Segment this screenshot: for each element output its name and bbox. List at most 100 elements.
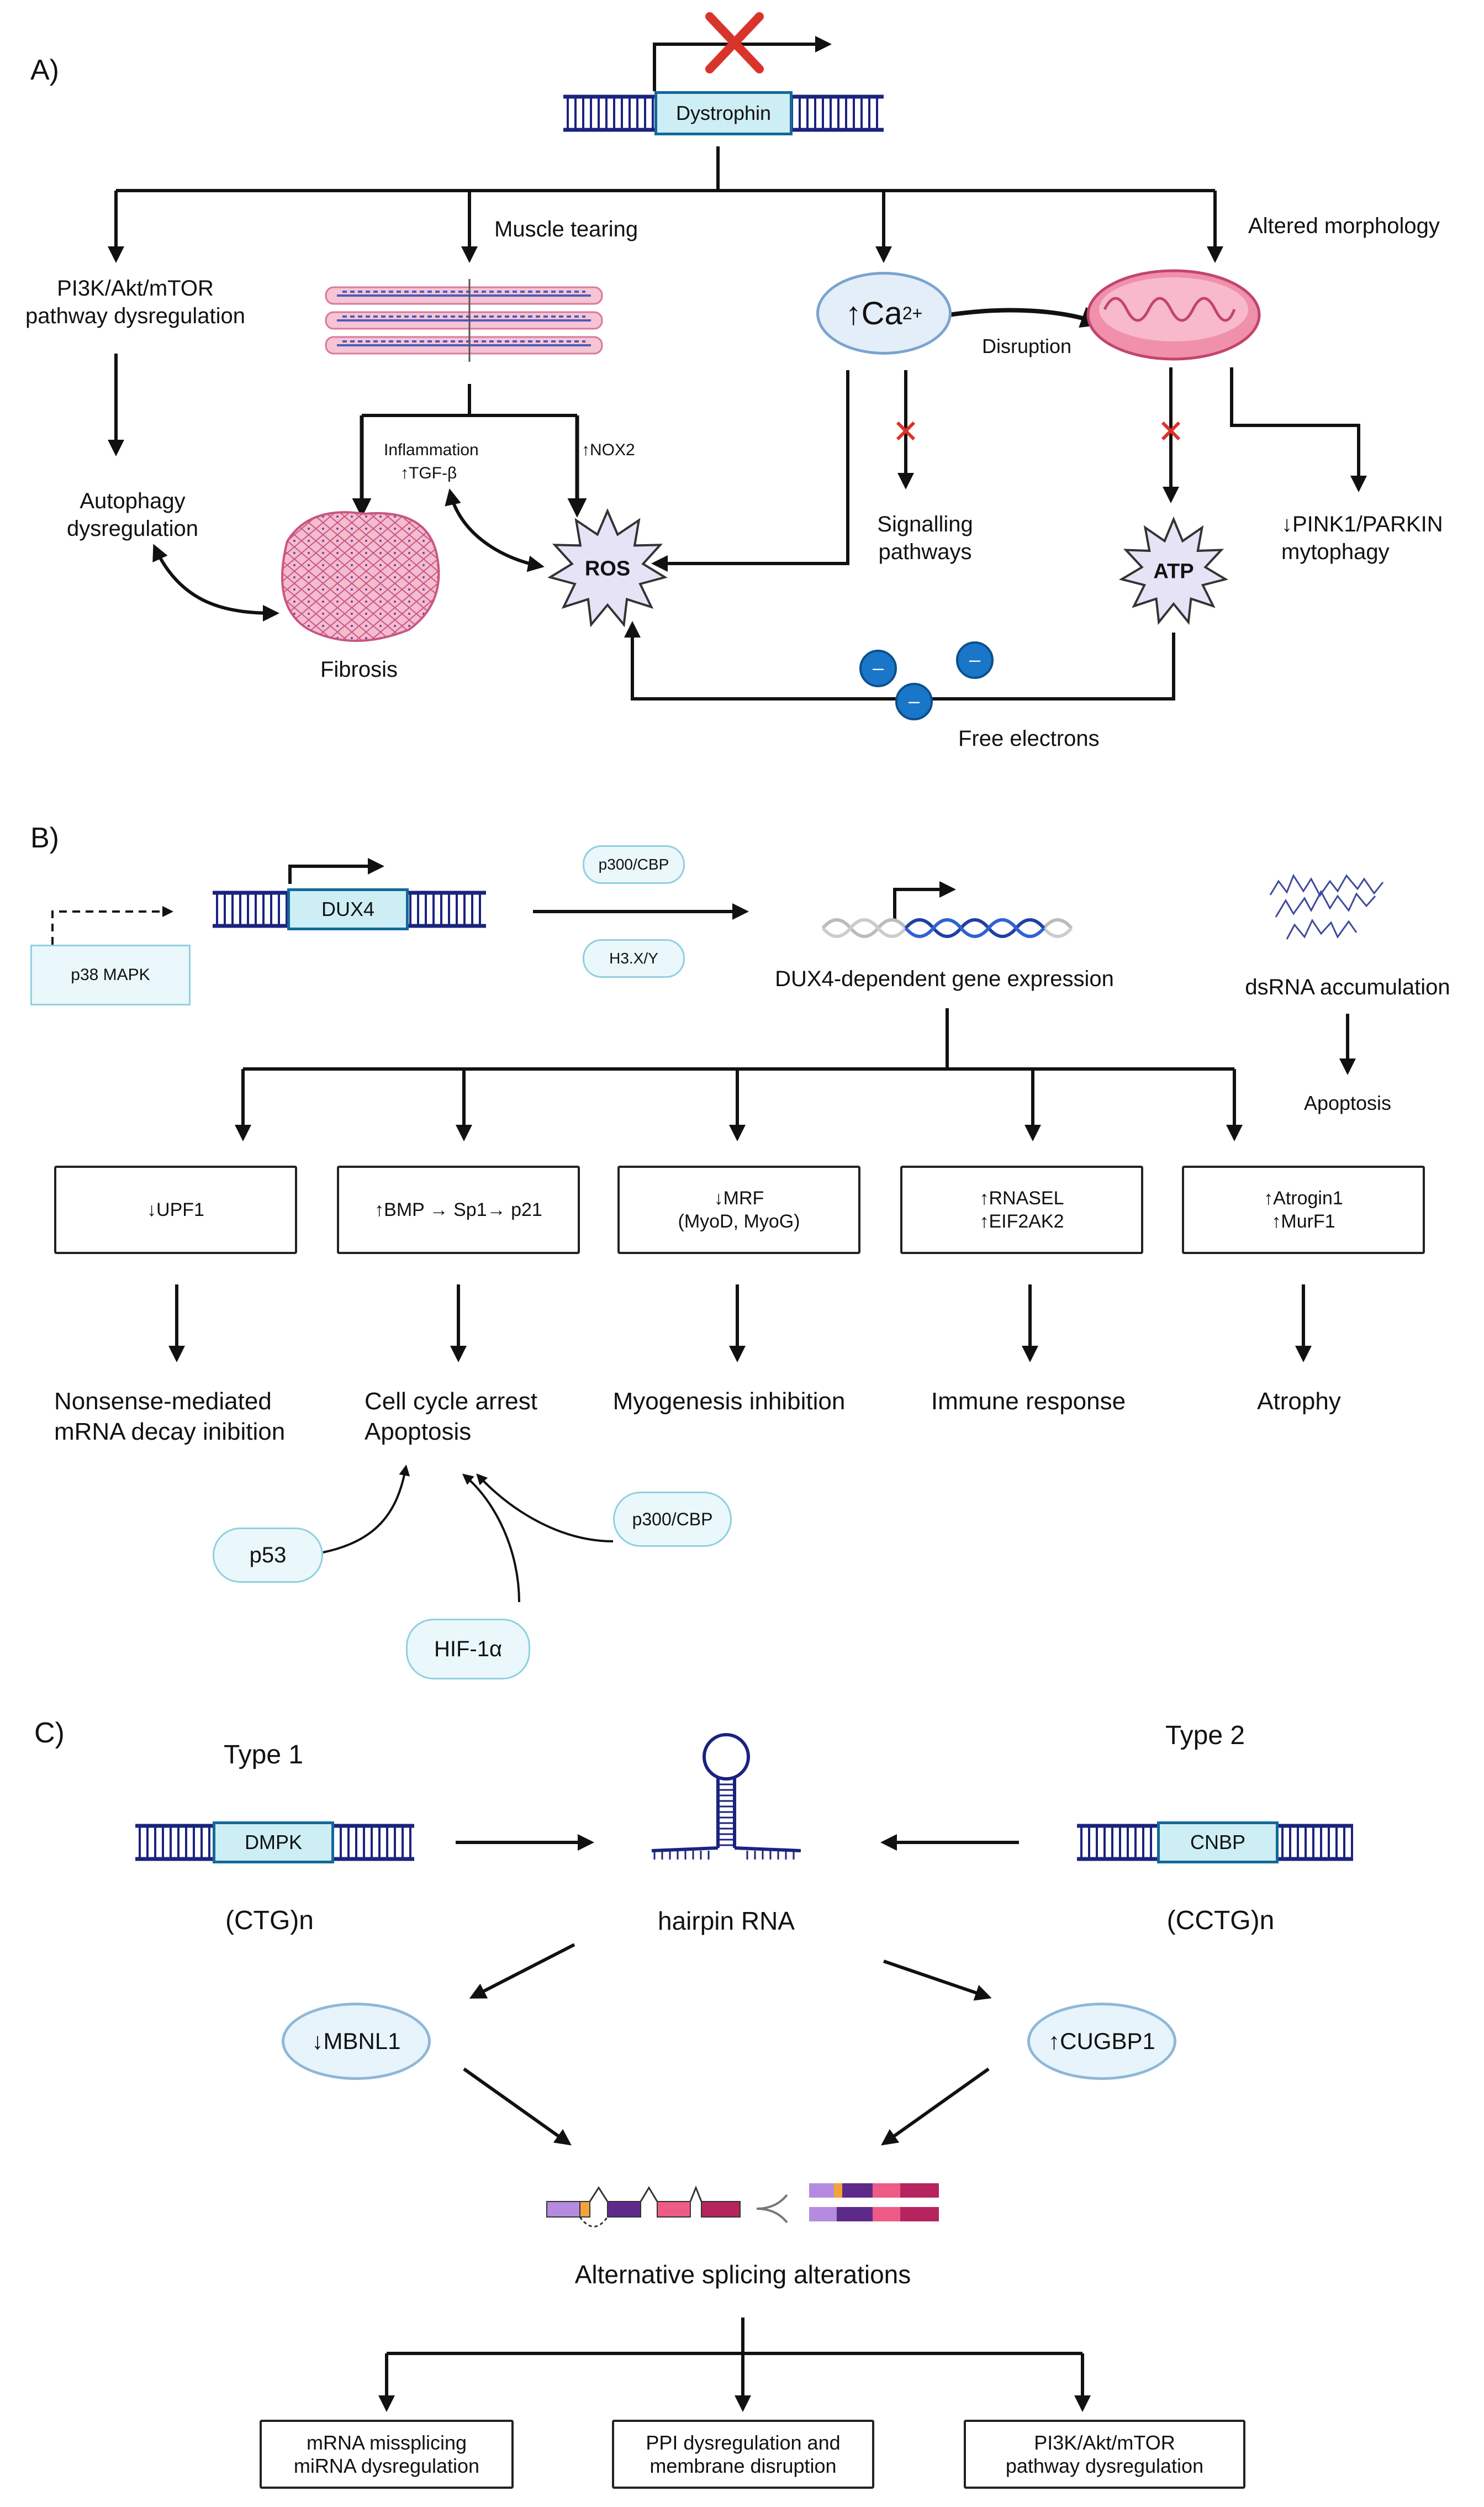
outcome-nmd-line1: Nonsense-mediated xyxy=(54,1388,272,1415)
box-upf1: ↓UPF1 xyxy=(54,1166,297,1254)
splicing-icon xyxy=(546,2183,939,2227)
altered-morphology-label: Altered morphology xyxy=(1248,214,1440,238)
nox2-label: ↑NOX2 xyxy=(582,441,635,459)
gene-helix-icon xyxy=(821,918,1073,938)
pi3k-label-line2: pathway dysregulation xyxy=(25,304,246,328)
autophagy-label-line2: dysregulation xyxy=(67,517,198,541)
p300-cbp-pill-b: p300/CBP xyxy=(613,1492,732,1547)
atp-label: ATP xyxy=(1153,560,1194,583)
box-upf1-text: ↓UPF1 xyxy=(147,1199,204,1220)
box-ppi-line2: membrane disruption xyxy=(649,2454,837,2477)
ros-burst-icon xyxy=(547,508,668,628)
panel-label-b: B) xyxy=(30,822,59,854)
outcome-cell-cycle-line1: Cell cycle arrest xyxy=(365,1388,537,1415)
box-bmp: ↑BMP → Sp1→ p21 xyxy=(337,1166,580,1254)
splicing-label: Alternative splicing alterations xyxy=(574,2260,911,2289)
box-missplicing-line1: mRNA missplicing xyxy=(306,2431,467,2454)
inflammation-label: Inflammation xyxy=(384,441,479,459)
dna-helices xyxy=(135,94,1353,1861)
arrow-hairpin-to-mbnl1 xyxy=(469,1943,575,1999)
mbnl1-oval: ↓MBNL1 xyxy=(282,2003,431,2080)
signalling-label-line1: Signalling xyxy=(877,512,973,536)
pi3k-label-line1: PI3K/Akt/mTOR xyxy=(57,276,214,301)
tss-arrow-dux4 xyxy=(288,858,384,884)
type1-label: Type 1 xyxy=(224,1740,304,1769)
mitochondrion-icon xyxy=(1086,269,1261,361)
p300-cbp-pill: p300/CBP xyxy=(583,845,685,884)
muscle-fiber-icon xyxy=(325,279,603,362)
cugbp1-oval: ↑CUGBP1 xyxy=(1027,2003,1176,2080)
tss-arrow-dux4-genes xyxy=(893,881,956,920)
box-rnasel: ↑RNASEL↑EIF2AK2 xyxy=(900,1166,1143,1254)
arrow-mbnl1-to-splicing xyxy=(463,2067,572,2146)
box-atrogin-line1: ↑Atrogin1 xyxy=(1264,1188,1343,1209)
arrow-p53 xyxy=(323,1465,410,1553)
calcium-label: ↑Ca xyxy=(845,295,902,331)
autophagy-label-line1: Autophagy xyxy=(80,489,186,513)
box-bmp-text: ↑BMP → Sp1→ p21 xyxy=(374,1199,542,1220)
free-electrons-label: Free electrons xyxy=(958,726,1100,751)
arrow-hairpin-to-cugbp1 xyxy=(883,1960,992,2001)
signalling-label-line2: pathways xyxy=(878,540,972,564)
flow-arrows xyxy=(108,146,1367,2412)
panel-label-c: C) xyxy=(34,1717,65,1749)
box-atrogin: ↑Atrogin1↑MurF1 xyxy=(1182,1166,1425,1254)
dmpk-gene-box: DMPK xyxy=(213,1821,334,1863)
disruption-label: Disruption xyxy=(982,335,1072,357)
arrow-autophagy-fibrosis xyxy=(152,544,279,622)
box-missplicing-line2: miRNA dysregulation xyxy=(293,2454,480,2477)
panel-label-a: A) xyxy=(30,54,59,86)
outcome-myogenesis: Myogenesis inhibition xyxy=(612,1388,846,1415)
arrow-hif xyxy=(462,1473,520,1603)
arrow-p38-dashed xyxy=(51,906,173,945)
h3-xy-pill: H3.X/Y xyxy=(583,939,685,978)
cross-icon-signalling xyxy=(896,421,916,441)
pink1-label-line2: mytophagy xyxy=(1281,540,1390,564)
fibrosis-label: Fibrosis xyxy=(320,657,398,682)
ctg-repeat-label: (CTG)n xyxy=(225,1906,314,1935)
cross-icon xyxy=(705,12,764,73)
arrow-inflammation-ros xyxy=(445,488,545,572)
arrow-cugbp1-to-splicing xyxy=(881,2067,990,2146)
arrow-p300 xyxy=(476,1473,614,1542)
dux4-expression-label: DUX4-dependent gene expression xyxy=(775,967,1114,991)
tgfb-label: ↑TGF-β xyxy=(400,464,457,482)
outcome-atrophy: Atrophy xyxy=(1257,1388,1341,1415)
cctg-repeat-label: (CCTG)n xyxy=(1166,1906,1275,1935)
fibrosis-tissue-icon xyxy=(281,511,440,642)
box-atrogin-line2: ↑MurF1 xyxy=(1271,1211,1335,1232)
muscle-tearing-label: Muscle tearing xyxy=(494,217,638,241)
dystrophin-gene-box: Dystrophin xyxy=(654,91,793,135)
outcome-nmd-line2: mRNA decay inibition xyxy=(54,1418,286,1445)
atp-burst-icon xyxy=(1118,516,1229,625)
pink1-label-line1: ↓PINK1/PARKIN xyxy=(1281,512,1443,536)
box-mrf-line1: ↓MRF xyxy=(714,1188,764,1209)
box-ppi-line1: PPI dysregulation and xyxy=(646,2431,841,2454)
arrow-calcium-to-ros xyxy=(651,370,849,572)
cnbp-gene-box: CNBP xyxy=(1157,1821,1279,1863)
box-pi3k-c-line1: PI3K/Akt/mTOR xyxy=(1034,2431,1175,2454)
dsrna-label: dsRNA accumulation xyxy=(1245,975,1450,999)
box-rnasel-line2: ↑EIF2AK2 xyxy=(979,1211,1064,1232)
outcome-immune: Immune response xyxy=(931,1388,1126,1415)
apoptosis-dsrna-label: Apoptosis xyxy=(1303,1092,1392,1114)
dux4-gene-box: DUX4 xyxy=(287,888,409,930)
electron-sign-1: – xyxy=(872,656,884,679)
ros-label: ROS xyxy=(584,557,631,581)
hairpin-rna-icon xyxy=(651,1733,801,1860)
hif-pill: HIF-1α xyxy=(406,1619,530,1679)
calcium-charge: 2+ xyxy=(902,303,923,323)
arrow-mito-to-pink1 xyxy=(1230,367,1367,492)
p53-pill: p53 xyxy=(213,1528,323,1583)
electron-sign-3: – xyxy=(908,689,920,712)
p38-mapk-box: p38 MAPK xyxy=(30,945,191,1005)
outcome-cell-cycle-line2: Apoptosis xyxy=(365,1418,472,1445)
type2-label: Type 2 xyxy=(1165,1721,1245,1750)
tss-arrow-dystrophin xyxy=(653,36,832,91)
dsrna-icon xyxy=(1269,873,1384,940)
electron-icons xyxy=(859,641,994,720)
